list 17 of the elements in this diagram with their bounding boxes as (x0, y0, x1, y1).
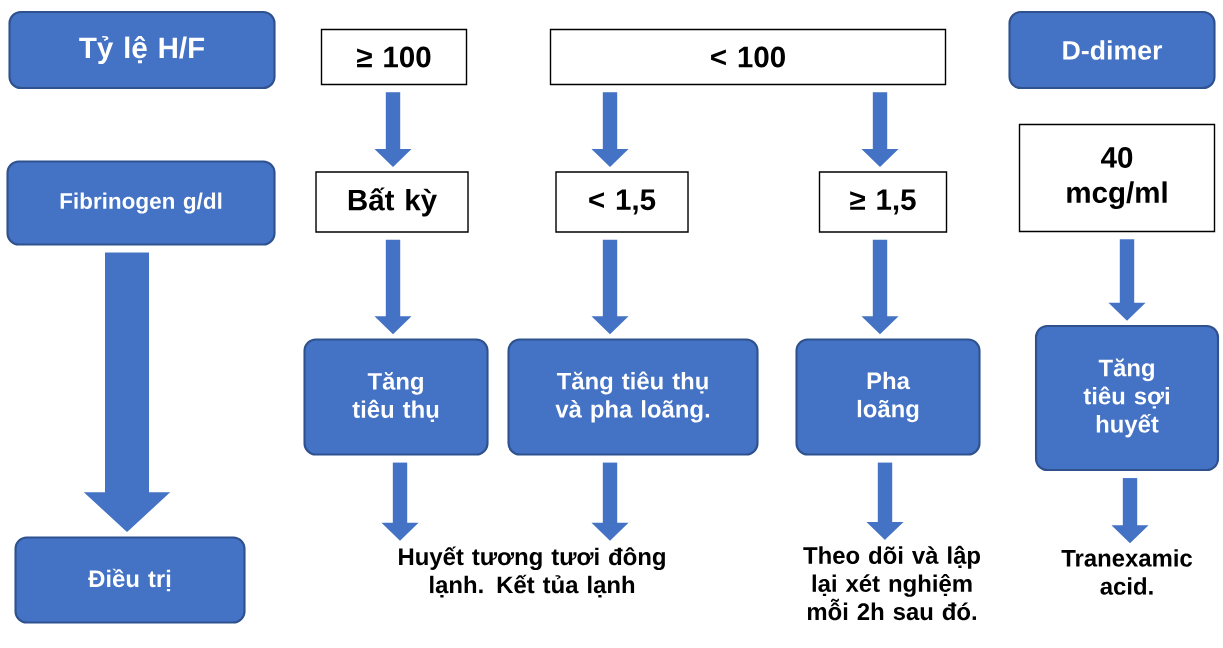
value-box: 40 mcg/ml (1018, 123, 1216, 233)
header-box: D-dimer (1008, 10, 1216, 90)
header-box: Fibrinogen g/dl (6, 160, 276, 246)
process-box: Tăng tiêu sợi huyết (1034, 324, 1220, 472)
header-box: Điều trị (14, 536, 246, 624)
value-box: < 1,5 (555, 171, 689, 233)
header-box: Tỷ lệ H/F (8, 10, 276, 90)
treatment-text: Tranexamic acid. (1061, 549, 1193, 595)
process-box: Tăng tiêu thụ và pha loãng. (507, 338, 759, 456)
value-box: Bất kỳ (315, 171, 469, 233)
process-box: Pha loãng (795, 338, 981, 456)
value-box: < 100 (549, 28, 947, 86)
treatment-text: Theo dõi và lập lại xét nghiệm mỗi 2h sau đó. (803, 545, 980, 621)
value-box: ≥ 1,5 (818, 171, 948, 233)
treatment-text: Huyết tương tươi đông lạnh. Kết tủa lạnh (399, 546, 665, 598)
process-box: Tăng tiêu thụ (303, 338, 489, 456)
value-box: ≥ 100 (320, 28, 468, 86)
